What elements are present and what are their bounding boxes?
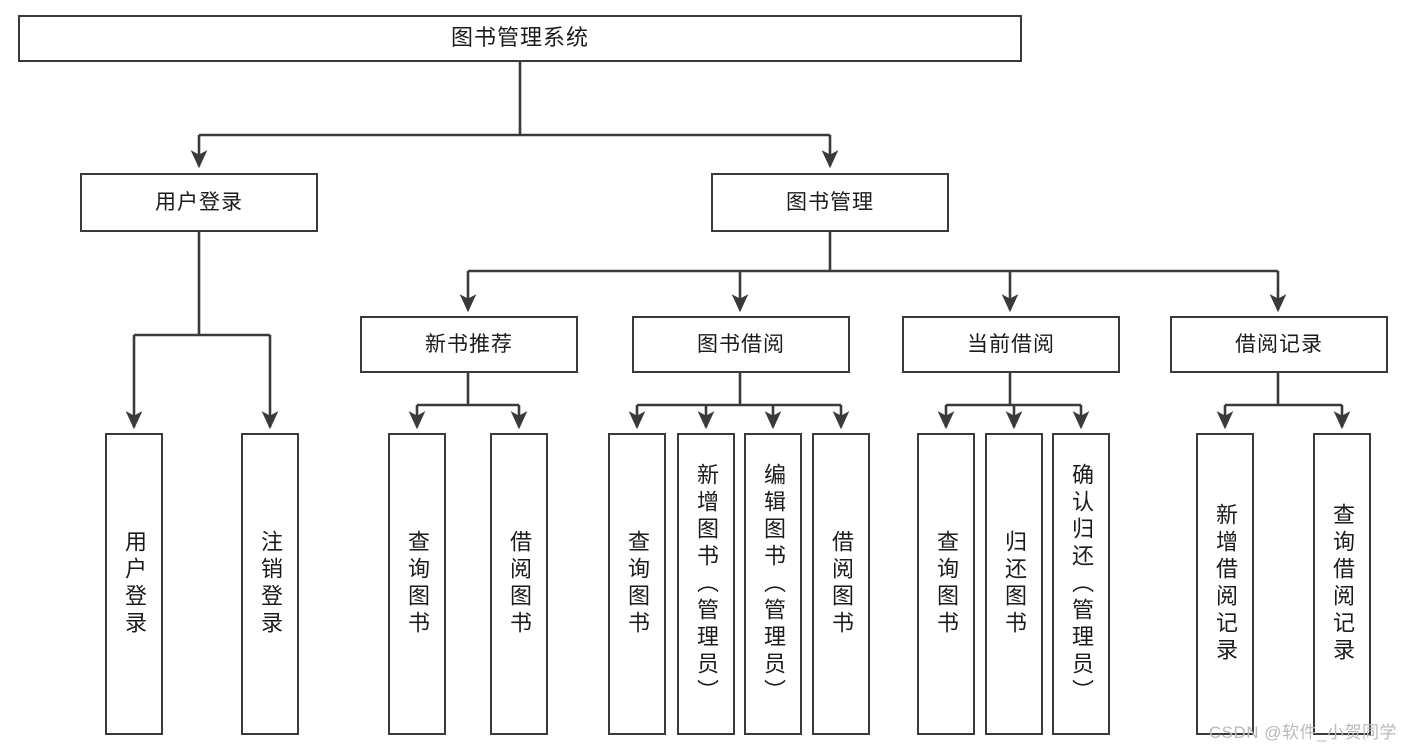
node-new-book-recommend[interactable]: 新书推荐 — [360, 316, 578, 373]
node-label: 借阅图书 — [507, 530, 532, 638]
node-label: 查询图书 — [405, 530, 430, 638]
leaf-query-book-3[interactable]: 查询图书 — [917, 433, 975, 735]
node-borrow-record[interactable]: 借阅记录 — [1170, 316, 1388, 373]
node-current-borrow[interactable]: 当前借阅 — [902, 316, 1120, 373]
leaf-user-login[interactable]: 用户登录 — [105, 433, 163, 735]
leaf-confirm-return[interactable]: 确认归还（管理员） — [1052, 433, 1110, 735]
node-label: 确认归还（管理员） — [1069, 462, 1094, 706]
node-label: 注销登录 — [258, 530, 283, 638]
node-root-system[interactable]: 图书管理系统 — [18, 15, 1022, 62]
node-label: 借阅图书 — [829, 530, 854, 638]
leaf-borrow-book-1[interactable]: 借阅图书 — [490, 433, 548, 735]
node-label: 新增图书（管理员） — [694, 462, 719, 706]
leaf-add-borrow-record[interactable]: 新增借阅记录 — [1196, 433, 1254, 735]
node-label: 归还图书 — [1002, 530, 1027, 638]
node-label: 用户登录 — [122, 530, 147, 638]
leaf-query-borrow-record[interactable]: 查询借阅记录 — [1313, 433, 1371, 735]
node-label: 查询借阅记录 — [1330, 503, 1355, 665]
node-book-management[interactable]: 图书管理 — [711, 173, 949, 232]
node-label: 新书推荐 — [425, 332, 513, 356]
leaf-query-book-2[interactable]: 查询图书 — [608, 433, 666, 735]
node-book-borrow[interactable]: 图书借阅 — [632, 316, 850, 373]
node-label: 图书管理 — [786, 190, 874, 214]
node-label: 借阅记录 — [1235, 332, 1323, 356]
node-label: 查询图书 — [625, 530, 650, 638]
node-label: 新增借阅记录 — [1213, 503, 1238, 665]
node-label: 查询图书 — [934, 530, 959, 638]
leaf-return-book[interactable]: 归还图书 — [985, 433, 1043, 735]
node-label: 图书管理系统 — [450, 25, 589, 51]
node-label: 编辑图书（管理员） — [761, 462, 786, 706]
leaf-edit-book[interactable]: 编辑图书（管理员） — [744, 433, 802, 735]
node-label: 用户登录 — [155, 190, 243, 214]
leaf-logout[interactable]: 注销登录 — [241, 433, 299, 735]
node-label: 当前借阅 — [967, 332, 1055, 356]
leaf-add-book[interactable]: 新增图书（管理员） — [677, 433, 735, 735]
leaf-borrow-book-2[interactable]: 借阅图书 — [812, 433, 870, 735]
node-label: 图书借阅 — [697, 332, 785, 356]
leaf-query-book-1[interactable]: 查询图书 — [388, 433, 446, 735]
node-user-login[interactable]: 用户登录 — [80, 173, 318, 232]
